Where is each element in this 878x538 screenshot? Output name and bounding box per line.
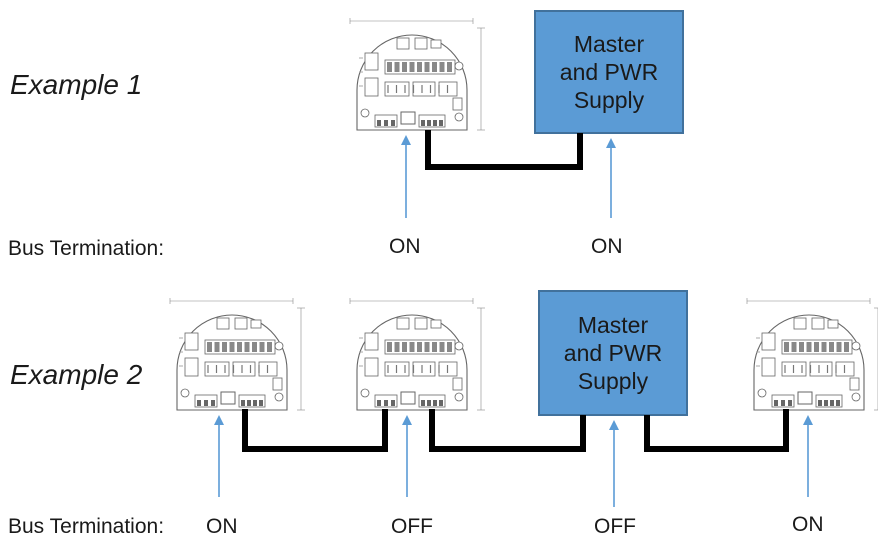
example-2-cable-2 [429, 409, 586, 452]
example-1-master-box: Master and PWR Supply [534, 10, 684, 134]
example-1-title: Example 1 [10, 69, 143, 100]
example-2-termination-device-3: ON [792, 513, 824, 536]
example-1-master-label: Master and PWR Supply [559, 30, 659, 114]
example-2-termination-master: OFF [594, 515, 636, 538]
example-1-bus-termination-label: Bus Termination: [8, 237, 165, 260]
example-2-master-label: Master and PWR Supply [563, 311, 663, 395]
example-2-cable-1 [242, 409, 388, 452]
example-2-master-box: Master and PWR Supply [538, 290, 688, 416]
example-2-termination-device-1: ON [206, 515, 238, 538]
example-1-cable [425, 130, 583, 170]
example-2-device-board-3 [746, 298, 878, 411]
example-2-bus-termination-label: Bus Termination: [8, 515, 165, 538]
example-2-device-board-1 [169, 298, 305, 411]
example-2-cable-3 [644, 409, 789, 452]
example-1-termination-master: ON [591, 235, 623, 258]
example-2-device-board-2 [349, 298, 485, 411]
example-2-title: Example 2 [10, 359, 143, 390]
example-2-termination-device-2: OFF [391, 515, 433, 538]
example-1-termination-device: ON [389, 235, 421, 258]
example-1-device-board [349, 18, 485, 131]
